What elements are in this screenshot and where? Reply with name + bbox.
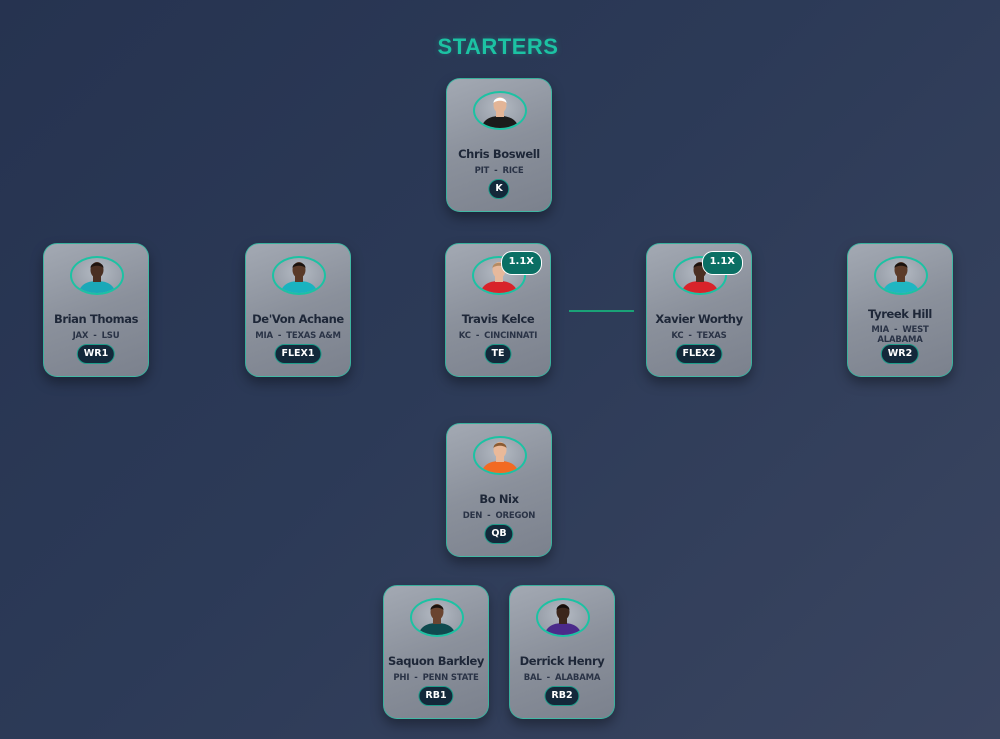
player-school: WEST ALABAMA <box>877 325 929 345</box>
player-name: Chris Boswell <box>458 147 540 161</box>
player-card-achane[interactable]: De'Von Achane MIA-TEXAS A&M FLEX1 <box>245 243 351 377</box>
player-team: BAL <box>523 673 542 683</box>
position-badge: WR2 <box>880 344 920 364</box>
multiplier-badge: 1.1X <box>701 251 743 275</box>
position-badge: WR1 <box>76 344 116 364</box>
multiplier-badge: 1.1X <box>500 251 542 275</box>
player-team: DEN <box>462 511 483 521</box>
player-name: Derrick Henry <box>519 654 605 668</box>
player-headshot-icon <box>70 256 124 295</box>
section-title: STARTERS <box>437 34 559 59</box>
player-meta: BAL-ALABAMA <box>523 673 601 683</box>
player-meta: PIT-RICE <box>474 166 524 176</box>
position-badge: K <box>488 179 510 199</box>
position-badge: RB2 <box>544 686 580 706</box>
player-name: Saquon Barkley <box>387 654 485 668</box>
player-school: OREGON <box>495 511 536 521</box>
player-meta: JAX-LSU <box>72 331 120 341</box>
connector-line <box>569 310 634 312</box>
player-meta: KC-CINCINNATI <box>458 331 538 341</box>
player-meta: KC-TEXAS <box>671 331 727 341</box>
player-name: Tyreek Hill <box>868 307 932 321</box>
player-card-henry[interactable]: Derrick Henry BAL-ALABAMA RB2 <box>509 585 615 719</box>
player-card-hill[interactable]: Tyreek Hill MIA-WEST ALABAMA WR2 <box>847 243 953 377</box>
player-school: CINCINNATI <box>484 331 538 341</box>
player-headshot-icon <box>874 256 928 295</box>
player-name: Travis Kelce <box>461 312 535 326</box>
player-team: KC <box>671 331 684 341</box>
position-badge: FLEX1 <box>274 344 322 364</box>
player-card-nix[interactable]: Bo Nix DEN-OREGON QB <box>446 423 552 557</box>
player-name: De'Von Achane <box>252 312 344 326</box>
player-headshot-icon <box>536 598 590 637</box>
position-badge: RB1 <box>418 686 454 706</box>
player-team: MIA <box>871 325 889 335</box>
player-card-barkley[interactable]: Saquon Barkley PHI-PENN STATE RB1 <box>383 585 489 719</box>
position-badge: QB <box>484 524 514 544</box>
player-headshot-icon <box>472 256 526 295</box>
player-meta: MIA-WEST ALABAMA <box>871 325 929 345</box>
position-badge: TE <box>484 344 512 364</box>
player-team: PHI <box>393 673 410 683</box>
player-card-worthy[interactable]: 1.1X Xavier Worthy KC-TEXAS FLEX2 <box>646 243 752 377</box>
player-school: TEXAS <box>696 331 727 341</box>
player-card-thomas[interactable]: Brian Thomas JAX-LSU WR1 <box>43 243 149 377</box>
player-card-kelce[interactable]: 1.1X Travis Kelce KC-CINCINNATI TE <box>445 243 551 377</box>
player-team: KC <box>458 331 471 341</box>
player-headshot-icon <box>473 436 527 475</box>
position-badge: FLEX2 <box>675 344 723 364</box>
player-headshot-icon <box>473 91 527 130</box>
player-headshot-icon <box>272 256 326 295</box>
player-school: ALABAMA <box>554 673 601 683</box>
player-school: RICE <box>502 166 524 176</box>
player-meta: PHI-PENN STATE <box>393 673 479 683</box>
player-card-boswell[interactable]: Chris Boswell PIT-RICE K <box>446 78 552 212</box>
player-team: JAX <box>72 331 89 341</box>
player-school: PENN STATE <box>422 673 479 683</box>
player-meta: DEN-OREGON <box>462 511 536 521</box>
player-name: Xavier Worthy <box>655 312 743 326</box>
player-headshot-icon <box>673 256 727 295</box>
player-headshot-icon <box>410 598 464 637</box>
player-team: MIA <box>255 331 273 341</box>
player-name: Brian Thomas <box>53 312 139 326</box>
player-school: TEXAS A&M <box>286 331 341 341</box>
player-team: PIT <box>474 166 490 176</box>
player-name: Bo Nix <box>479 492 519 506</box>
player-meta: MIA-TEXAS A&M <box>255 331 341 341</box>
player-school: LSU <box>101 331 120 341</box>
